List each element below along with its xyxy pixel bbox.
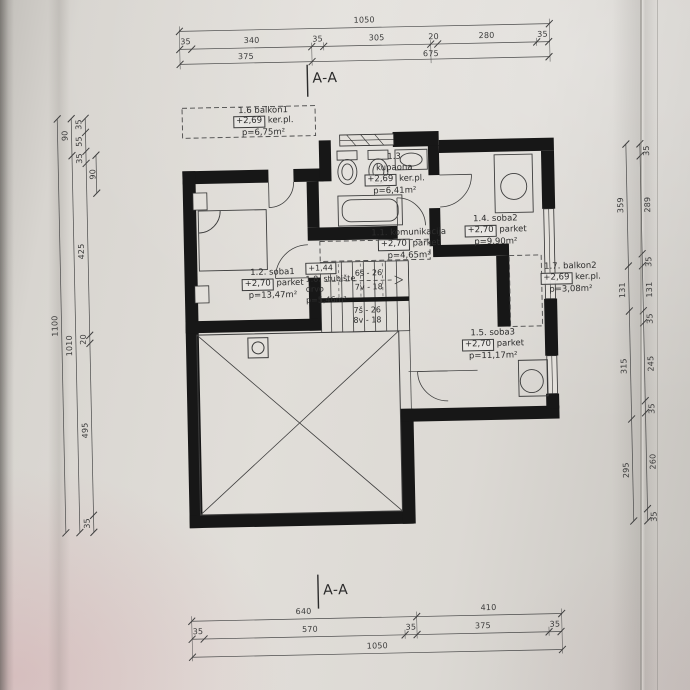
- fixtures: [197, 148, 549, 397]
- dim-label: 35: [641, 145, 652, 157]
- dim-label: 570: [301, 624, 318, 634]
- dim-label: 90: [60, 130, 70, 142]
- material: parket: [412, 237, 441, 249]
- dim-label: 35: [405, 622, 417, 632]
- section-label-bottom: A-A: [322, 581, 349, 599]
- room-label-kupaona: 1.3 kupaona +2,69 ker.pl. p=6,41m²: [348, 151, 441, 197]
- dim-label: 315: [619, 358, 629, 375]
- dim-label: 245: [646, 355, 656, 372]
- page-crease-shadow: [48, 0, 70, 690]
- dim-label: 35: [74, 153, 85, 164]
- room-area: p=5,46m²: [305, 294, 347, 305]
- stair-flight-down-label: 7š - 26 8v - 18: [353, 305, 382, 325]
- material: ker.pl.: [398, 173, 425, 184]
- material: ker.pl.: [267, 115, 294, 126]
- dim-label: 1100: [50, 315, 60, 337]
- dim-label: 35: [312, 34, 323, 44]
- dim-label: 131: [617, 282, 628, 299]
- dim-label: 640: [295, 606, 312, 617]
- room-label-komunikacija: 1.1. komunikacija +2,70 parket p=4,65m²: [350, 226, 469, 262]
- dim-label: 305: [368, 33, 385, 43]
- dim-label: 340: [243, 35, 260, 46]
- material: parket: [276, 277, 304, 289]
- dim-label: 295: [621, 462, 631, 479]
- dim-label: 35: [537, 29, 548, 39]
- room-area: p=6,41m²: [373, 184, 417, 196]
- dim-label: 20: [78, 334, 88, 345]
- balcony-outlines: [181, 105, 544, 327]
- dim-label: 675: [422, 48, 439, 59]
- dim-label: 1050: [353, 15, 375, 25]
- dim-label: 55: [74, 136, 84, 147]
- level-box: +2,70: [241, 278, 274, 291]
- section-line-marks: [306, 64, 320, 609]
- level-box: +2,69: [540, 272, 573, 285]
- door-swings: [268, 173, 472, 402]
- stair-flight-up-label: 6š - 26 7v - 18: [354, 268, 383, 292]
- dim-label: 131: [644, 281, 655, 298]
- page-edge-line: [657, 0, 658, 690]
- dim-label: 20: [428, 31, 439, 42]
- dim-label: 35: [645, 313, 655, 324]
- room-area: p=3,08m²: [549, 283, 593, 295]
- material: ker.pl.: [575, 271, 601, 283]
- dim-label: 359: [615, 197, 626, 214]
- level-box: +1,44: [305, 262, 337, 275]
- dim-label: 35: [644, 256, 654, 268]
- dim-label: 425: [76, 243, 87, 260]
- dim-label: 35: [549, 619, 561, 629]
- dim-label: 375: [474, 621, 491, 631]
- level-box: +2,70: [464, 224, 497, 237]
- stairs: [319, 260, 411, 333]
- dim-label: 410: [480, 602, 497, 613]
- dim-label: 35: [192, 627, 204, 637]
- room-area: p=11,17m²: [468, 349, 518, 361]
- walls: [182, 130, 560, 529]
- dimension-ticks: [53, 19, 652, 662]
- page-right-shade: [612, 0, 658, 690]
- dim-label: 280: [478, 30, 495, 41]
- dim-label: 495: [80, 422, 90, 439]
- room-label-balkon2: 1.7. balkon2 +2,69 ker.pl. p=3,08m²: [526, 260, 615, 295]
- page-left-edge-shadow: [0, 0, 14, 690]
- room-label-balkon1: 1.6 balkon1 +2,69 ker.pl. p=6,75m²: [207, 104, 320, 138]
- material: parket: [499, 224, 527, 235]
- page-edge-line: [640, 0, 642, 690]
- level-box: +2,69: [364, 173, 397, 187]
- dim-label: 289: [642, 196, 653, 213]
- dim-label: 1010: [64, 335, 75, 357]
- dim-label: 35: [180, 37, 192, 47]
- dim-label: 90: [88, 168, 98, 180]
- level-box: +2,70: [377, 238, 411, 251]
- dim-label: 35: [82, 518, 92, 529]
- level-box: +2,70: [461, 338, 495, 352]
- dim-label: 375: [237, 51, 254, 62]
- section-label-top: A-A: [312, 70, 338, 87]
- dim-label: 35: [647, 403, 657, 414]
- dimension-lines: [56, 18, 649, 662]
- material: parket: [496, 338, 525, 349]
- dim-label: 1050: [366, 641, 388, 651]
- room-label-soba3: 1.5. soba3 +2,70 parket p=11,17m²: [443, 327, 544, 363]
- level-box: +2,69: [232, 115, 266, 128]
- dim-label: 35: [74, 119, 84, 130]
